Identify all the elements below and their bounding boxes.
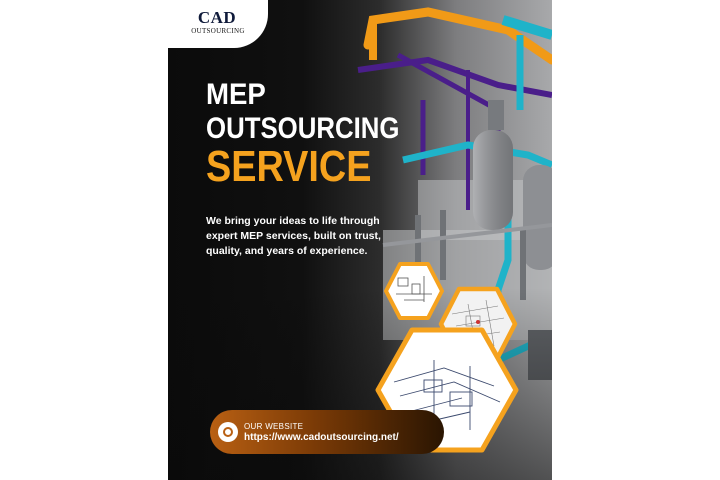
headline-line-1: MEP [206, 78, 266, 111]
logo-name: CAD [197, 8, 237, 27]
hexagon-drawing-small [384, 262, 444, 320]
website-bar[interactable] [210, 410, 444, 454]
logo-tab: CAD OUTSOURCING [168, 0, 268, 48]
poster: CAD OUTSOURCING MEP OUTSOURCING SERVICE … [168, 0, 552, 480]
headline-line-3: SERVICE [206, 142, 372, 191]
description-text: We bring your ideas to life through expe… [206, 215, 381, 257]
headline-line-2: OUTSOURCING [206, 112, 400, 145]
website-label: OUR WEBSITE [244, 422, 304, 431]
logo-tagline: OUTSOURCING [191, 27, 245, 35]
website-url-link[interactable]: https://www.cadoutsourcing.net/ [244, 432, 399, 443]
globe-icon [218, 422, 238, 442]
